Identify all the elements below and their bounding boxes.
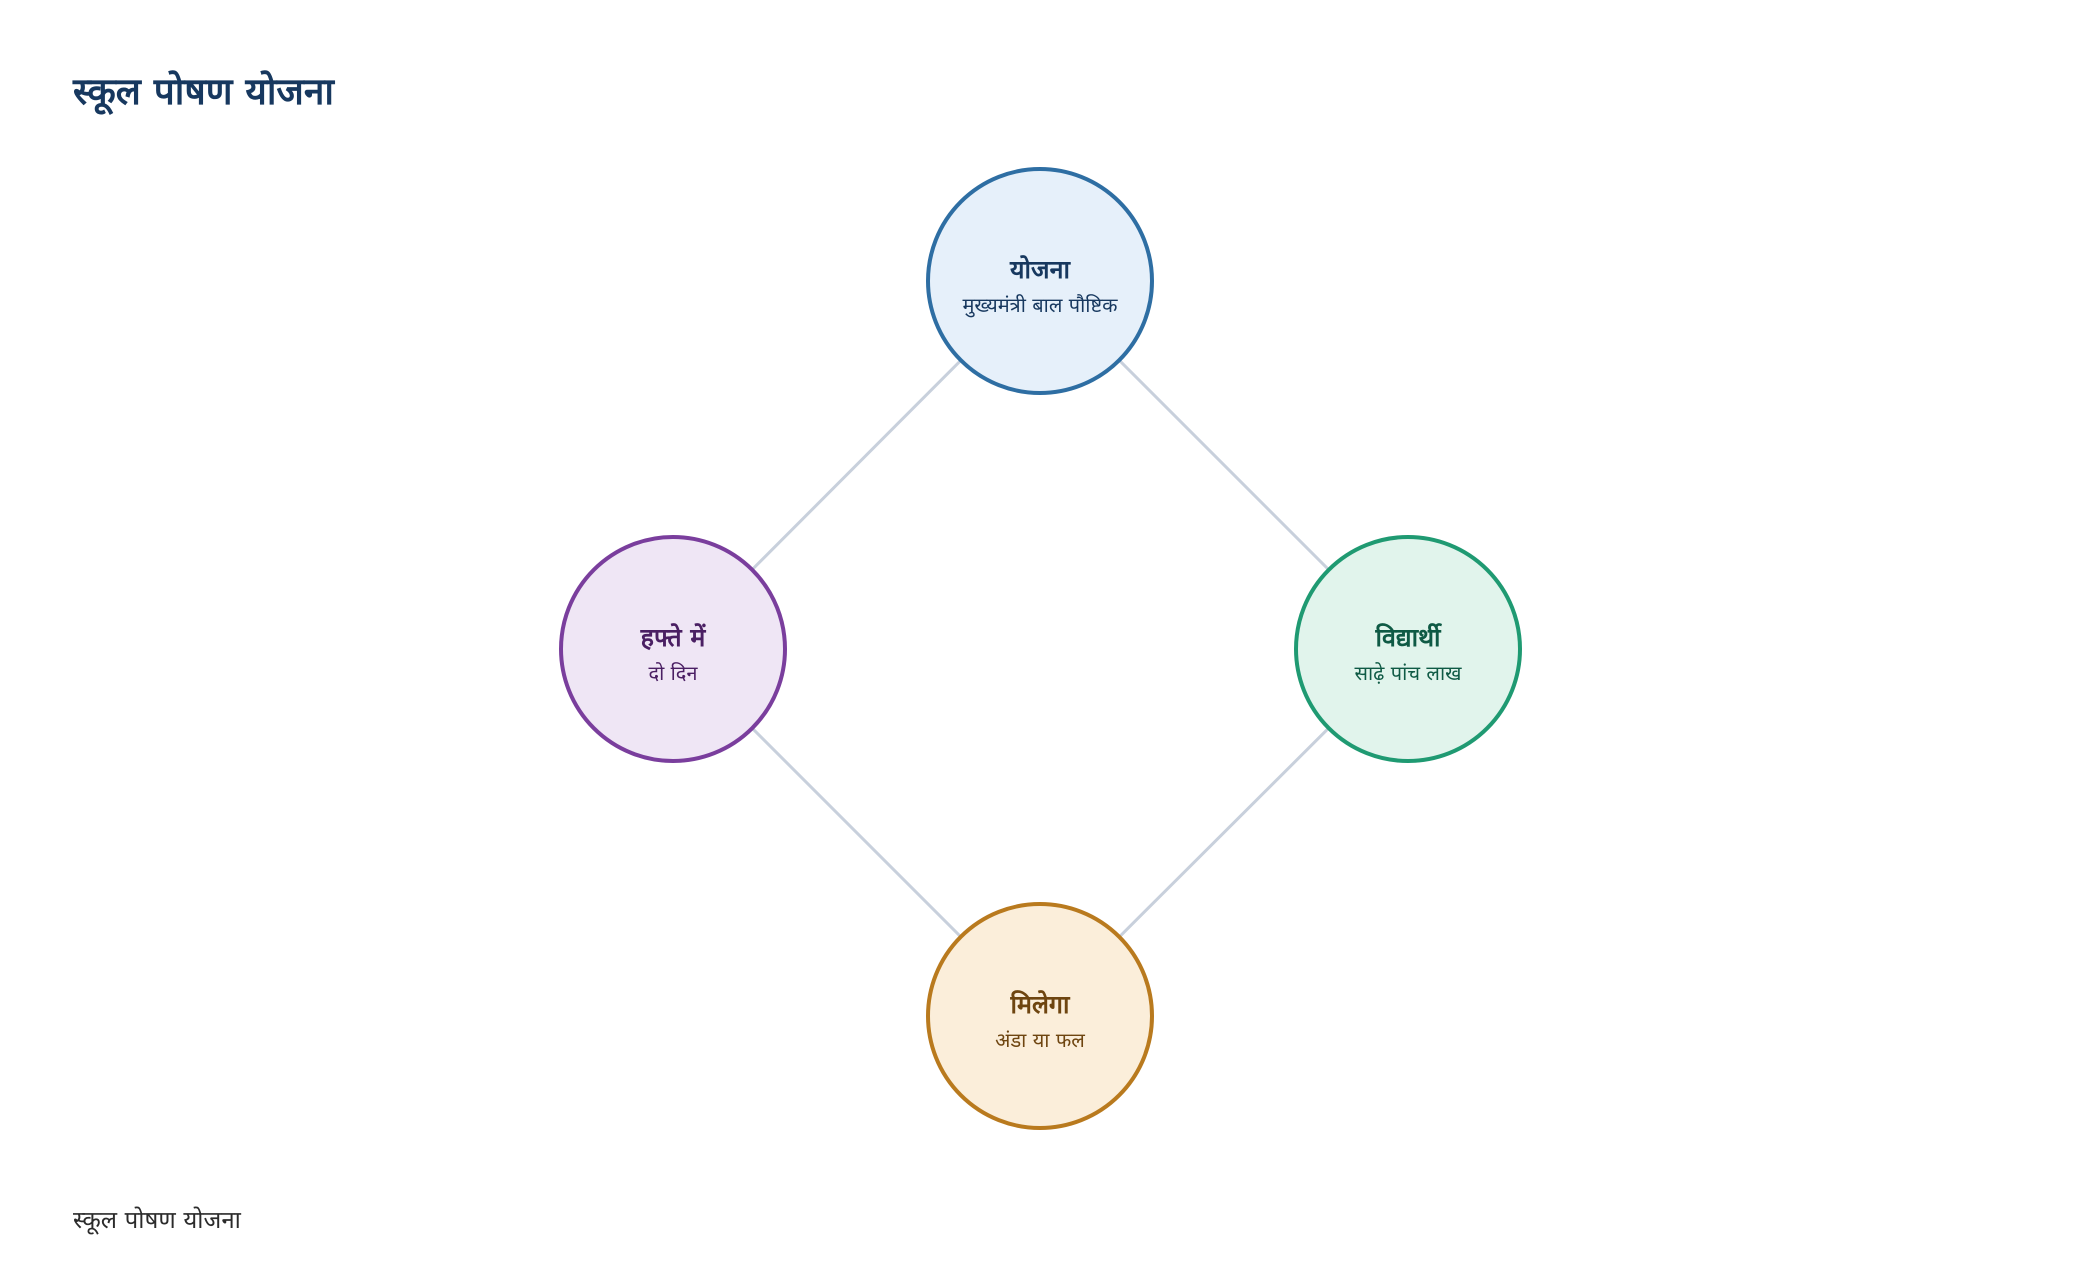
node-right-label: विद्यार्थी (1374, 623, 1443, 652)
edge-top-right (1118, 359, 1330, 571)
edge-right-bottom (1118, 727, 1330, 938)
node-left-circle (559, 535, 787, 763)
node-left-label: हफ्ते में (640, 623, 707, 652)
nodes-layer: योजना मुख्यमंत्री बाल पौष्टिक विद्यार्थी सा… (559, 167, 1522, 1130)
node-left-sublabel: दो दिन (648, 661, 698, 685)
edge-left-top (751, 359, 962, 571)
node-bottom-circle (926, 902, 1154, 1130)
node-right-circle (1294, 535, 1522, 763)
node-bottom-label: मिलेगा (1010, 990, 1071, 1019)
edges-layer (751, 359, 1330, 938)
node-bottom: मिलेगा अंडा या फल (926, 902, 1154, 1130)
node-right-sublabel: साढ़े पांच लाख (1354, 661, 1462, 685)
node-left: हफ्ते में दो दिन (559, 535, 787, 763)
footer-caption: स्कूल पोषण योजना (73, 1206, 241, 1234)
node-top-label: योजना (1009, 255, 1071, 284)
node-top-circle (926, 167, 1154, 395)
node-right: विद्यार्थी साढ़े पांच लाख (1294, 535, 1522, 763)
page-title: स्कूल पोषण योजना (73, 70, 335, 113)
node-top: योजना मुख्यमंत्री बाल पौष्टिक (926, 167, 1154, 395)
node-bottom-sublabel: अंडा या फल (995, 1028, 1085, 1052)
node-top-sublabel: मुख्यमंत्री बाल पौष्टिक (962, 293, 1118, 318)
edge-bottom-left (751, 727, 962, 938)
